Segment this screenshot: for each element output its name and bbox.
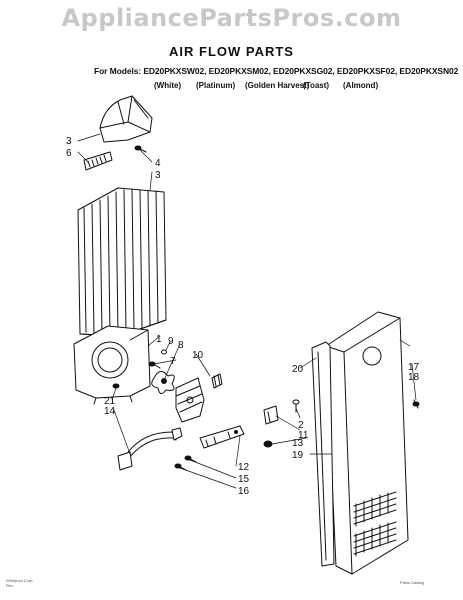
callout-13: 13 [292,438,304,449]
callout-8: 8 [178,340,184,351]
leader-lines [77,133,417,489]
color-label-almond: (Almond) [343,81,379,90]
callout-11: 11 [298,430,309,441]
callout-18: 18 [408,372,420,383]
callout-20: 20 [292,364,304,375]
callout-15: 15 [238,474,250,485]
site-watermark: AppliancePartsPros.com [61,4,402,32]
fan-motor [175,373,223,423]
footer-left: Whirlpool Corp. Rev. [6,578,34,588]
fan-blade [151,371,175,394]
callout-21: 21 [104,396,116,407]
seal-part-6 [83,151,113,171]
fan-shroud [73,325,151,405]
screw-part-21 [112,383,120,389]
callout-16: 16 [238,486,250,497]
callout-1: 1 [156,334,162,345]
rear-air-panel [325,311,409,575]
callout-17: 17 [408,362,420,373]
footer-right: Parts Catalog [400,580,425,585]
callout-2: 2 [298,420,304,431]
top-duct-cover [99,95,153,143]
callout-19: 19 [292,450,304,461]
screw-part-4 [134,145,147,153]
color-label-platinum: (Platinum) [196,81,236,90]
switch-part-2 [263,399,300,425]
models-line: For Models: ED20PKXSW02, ED20PKXSM02, ED… [94,66,459,76]
screws-part-7-8 [148,349,167,369]
callout-9: 9 [168,336,174,347]
air-channel-panel [77,187,167,337]
callout-10: 10 [192,350,204,361]
callout-14: 14 [104,406,116,417]
page-title: AIR FLOW PARTS [169,44,294,59]
callout-6: 6 [66,148,72,159]
color-label-toast: (Toast) [303,81,330,90]
screws-part-15-16 [174,455,197,471]
wire-harness [117,427,183,471]
callout-12: 12 [238,462,250,473]
color-label-white: (White) [154,81,182,90]
callout-7: 7 [170,356,176,367]
callout-3b: 3 [155,170,161,181]
callout-labels: 3 6 4 3 1 9 8 10 7 21 14 2 11 13 19 12 1… [66,136,420,497]
color-label-golden-harvest: (Golden Harvest) [245,81,310,90]
nut-part-13 [263,440,273,448]
screw-part-18 [412,399,420,409]
callout-4: 4 [155,158,161,169]
callout-3: 3 [66,136,72,147]
bracket-part-12 [199,425,245,449]
